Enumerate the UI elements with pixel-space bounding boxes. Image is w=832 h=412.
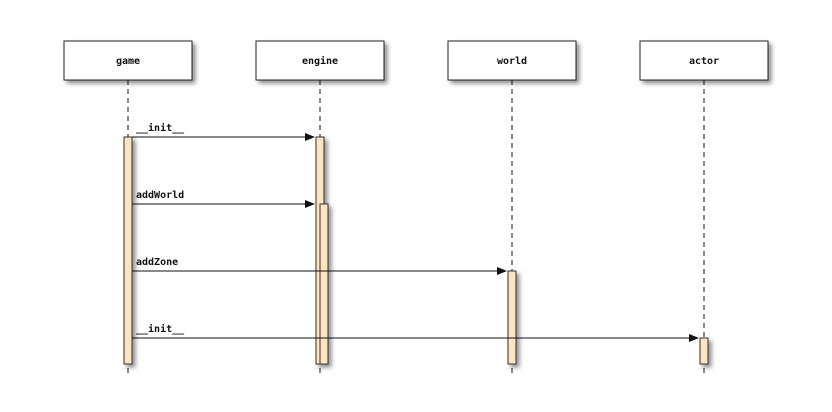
actor-label-game: game (116, 56, 140, 67)
actor-box-engine (255, 40, 385, 81)
activation-world (507, 270, 517, 365)
actor-label-engine: engine (302, 55, 338, 67)
activation-engine-2 (319, 203, 329, 365)
actor-box-actor (639, 40, 769, 81)
activation-actor (699, 337, 709, 365)
message-label-init-engine: __init__ (136, 122, 185, 134)
message-label-addworld: addWorld (136, 190, 184, 201)
message-label-init-actor: __init__ (136, 323, 185, 335)
actor-label-actor: actor (689, 56, 719, 67)
message-label-addzone: addZone (136, 257, 178, 268)
actor-box-world (447, 40, 577, 81)
actor-label-world: world (497, 56, 527, 67)
actor-box-game (63, 40, 193, 81)
activation-game (123, 136, 133, 365)
